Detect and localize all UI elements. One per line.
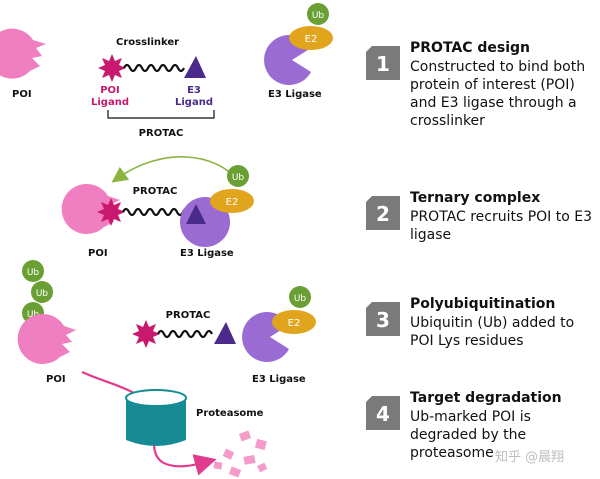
e3-ligand-shape-3 bbox=[214, 322, 236, 344]
crosslinker-label: Crosslinker bbox=[116, 37, 179, 48]
e2-enzyme-3 bbox=[272, 310, 316, 334]
ub-label-3c: Ub bbox=[27, 310, 40, 320]
step-number-badge-3: 3 bbox=[366, 302, 400, 336]
poi-ligand-label: POI bbox=[100, 85, 120, 96]
protac-mechanism-diagram: POI Crosslinker POI Ligand E3 Ligand PRO… bbox=[0, 3, 333, 478]
svg-text:2: 2 bbox=[376, 202, 390, 226]
e2-label-1: E2 bbox=[305, 34, 318, 45]
ub-label-2: Ub bbox=[232, 173, 245, 183]
protac-label-2: PROTAC bbox=[133, 186, 178, 197]
e2-enzyme-1 bbox=[289, 26, 333, 50]
step-number-badge-2: 2 bbox=[366, 196, 400, 230]
e3-ligase-label-2: E3 Ligase bbox=[180, 248, 234, 259]
ub-label-4: Ub bbox=[294, 294, 307, 304]
protac-label-3: PROTAC bbox=[166, 310, 211, 321]
step-title-2: Ternary complex bbox=[410, 190, 541, 206]
poi-ligand-label-2: Ligand bbox=[91, 97, 129, 108]
e2-enzyme-2 bbox=[210, 189, 254, 213]
poi-ligand-shape-2 bbox=[97, 198, 125, 226]
svg-text:4: 4 bbox=[376, 402, 390, 426]
e3-ligase-label-3: E3 Ligase bbox=[252, 374, 306, 385]
peptide-fragment bbox=[213, 461, 223, 470]
peptide-fragment bbox=[238, 430, 252, 442]
e3-ligand-shape-2 bbox=[186, 204, 206, 224]
recruit-arrow bbox=[111, 156, 241, 184]
ubiquitin-1 bbox=[307, 3, 329, 25]
poi-label-3: POI bbox=[46, 374, 66, 385]
peptide-fragment bbox=[222, 448, 235, 460]
poi-ligand-shape-1 bbox=[98, 54, 126, 82]
step-description-3: Ubiquitin (Ub) added to POI Lys residues bbox=[410, 315, 575, 349]
step-number-badge-1: 1 bbox=[366, 46, 400, 80]
crosslinker-chain-3 bbox=[157, 329, 213, 339]
crosslinker-chain-1 bbox=[123, 63, 185, 73]
e3-ligand-label: E3 bbox=[187, 85, 201, 96]
ubiquitin-3b bbox=[31, 281, 53, 303]
svg-text:1: 1 bbox=[376, 52, 390, 76]
poi-protein bbox=[0, 28, 46, 79]
proteasome-label: Proteasome bbox=[196, 408, 264, 419]
protac-label-1: PROTAC bbox=[139, 128, 184, 139]
peptide-fragment bbox=[257, 462, 268, 473]
e3-ligase-label-1: E3 Ligase bbox=[268, 89, 322, 100]
ub-label-3b: Ub bbox=[36, 289, 49, 299]
step-title-3: Polyubiquitination bbox=[410, 296, 556, 312]
peptide-fragment bbox=[254, 438, 267, 451]
e3-ligand-shape-1 bbox=[184, 56, 206, 78]
peptide-fragment bbox=[243, 455, 256, 465]
step-number-badge-4: 4 bbox=[366, 396, 400, 430]
step-title-1: PROTAC design bbox=[410, 40, 531, 56]
step-description-1: Constructed to bind both protein of inte… bbox=[410, 59, 586, 129]
poi-label-1: POI bbox=[12, 89, 32, 100]
ubiquitin-4 bbox=[289, 286, 311, 308]
ub-label-3a: Ub bbox=[27, 268, 40, 278]
ubiquitin-2 bbox=[227, 165, 249, 187]
step-description-4: Ub-marked POI is degraded by the proteas… bbox=[410, 409, 531, 461]
proteasome-top bbox=[125, 389, 187, 407]
step-title-4: Target degradation bbox=[410, 390, 562, 406]
e3-ligand-label-2: Ligand bbox=[175, 97, 213, 108]
ubiquitin-3a bbox=[22, 260, 44, 282]
poi-protein-2 bbox=[61, 184, 120, 235]
e2-label-2: E2 bbox=[226, 197, 239, 208]
proteasome bbox=[126, 398, 186, 446]
poi-protein-3 bbox=[17, 314, 76, 365]
protac-bracket bbox=[107, 110, 215, 119]
poi-label-2: POI bbox=[88, 248, 108, 259]
svg-text:3: 3 bbox=[376, 308, 390, 332]
watermark: 知乎 @晨翔 bbox=[495, 450, 565, 465]
ub-label-1: Ub bbox=[312, 11, 325, 21]
e2-label-3: E2 bbox=[288, 318, 301, 329]
crosslinker-chain-2 bbox=[122, 207, 190, 217]
peptide-fragment bbox=[228, 466, 242, 478]
poi-ligand-shape-3 bbox=[132, 320, 160, 348]
step-description-2: PROTAC recruits POI to E3 ligase bbox=[410, 209, 593, 243]
